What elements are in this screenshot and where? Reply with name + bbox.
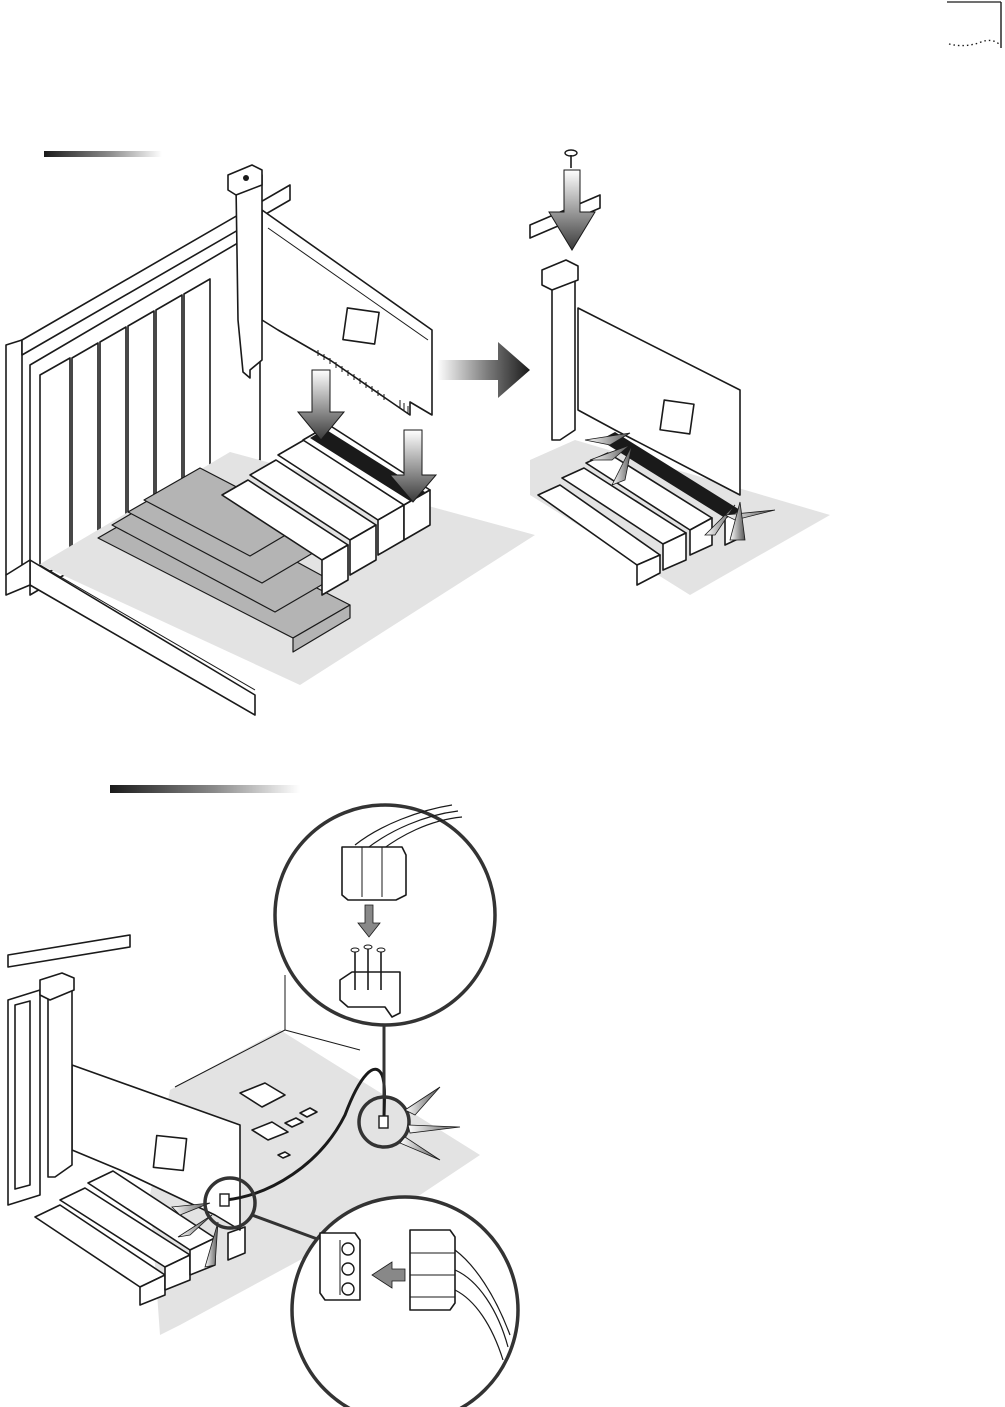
installed-card-view (530, 150, 830, 595)
figure-install-card (0, 140, 860, 720)
page-corner-mark-icon (946, 0, 1004, 50)
figure-connect-cable (0, 775, 540, 1407)
bracket-screw-icon (565, 150, 577, 168)
gradient-right-arrow-icon (437, 342, 530, 398)
step-title-bar (44, 151, 162, 157)
zoom-circle-motherboard-header (275, 805, 495, 1025)
step-title-bar (110, 785, 300, 793)
computer-chassis (6, 165, 535, 715)
zoom-circle-card-header (292, 1197, 518, 1407)
